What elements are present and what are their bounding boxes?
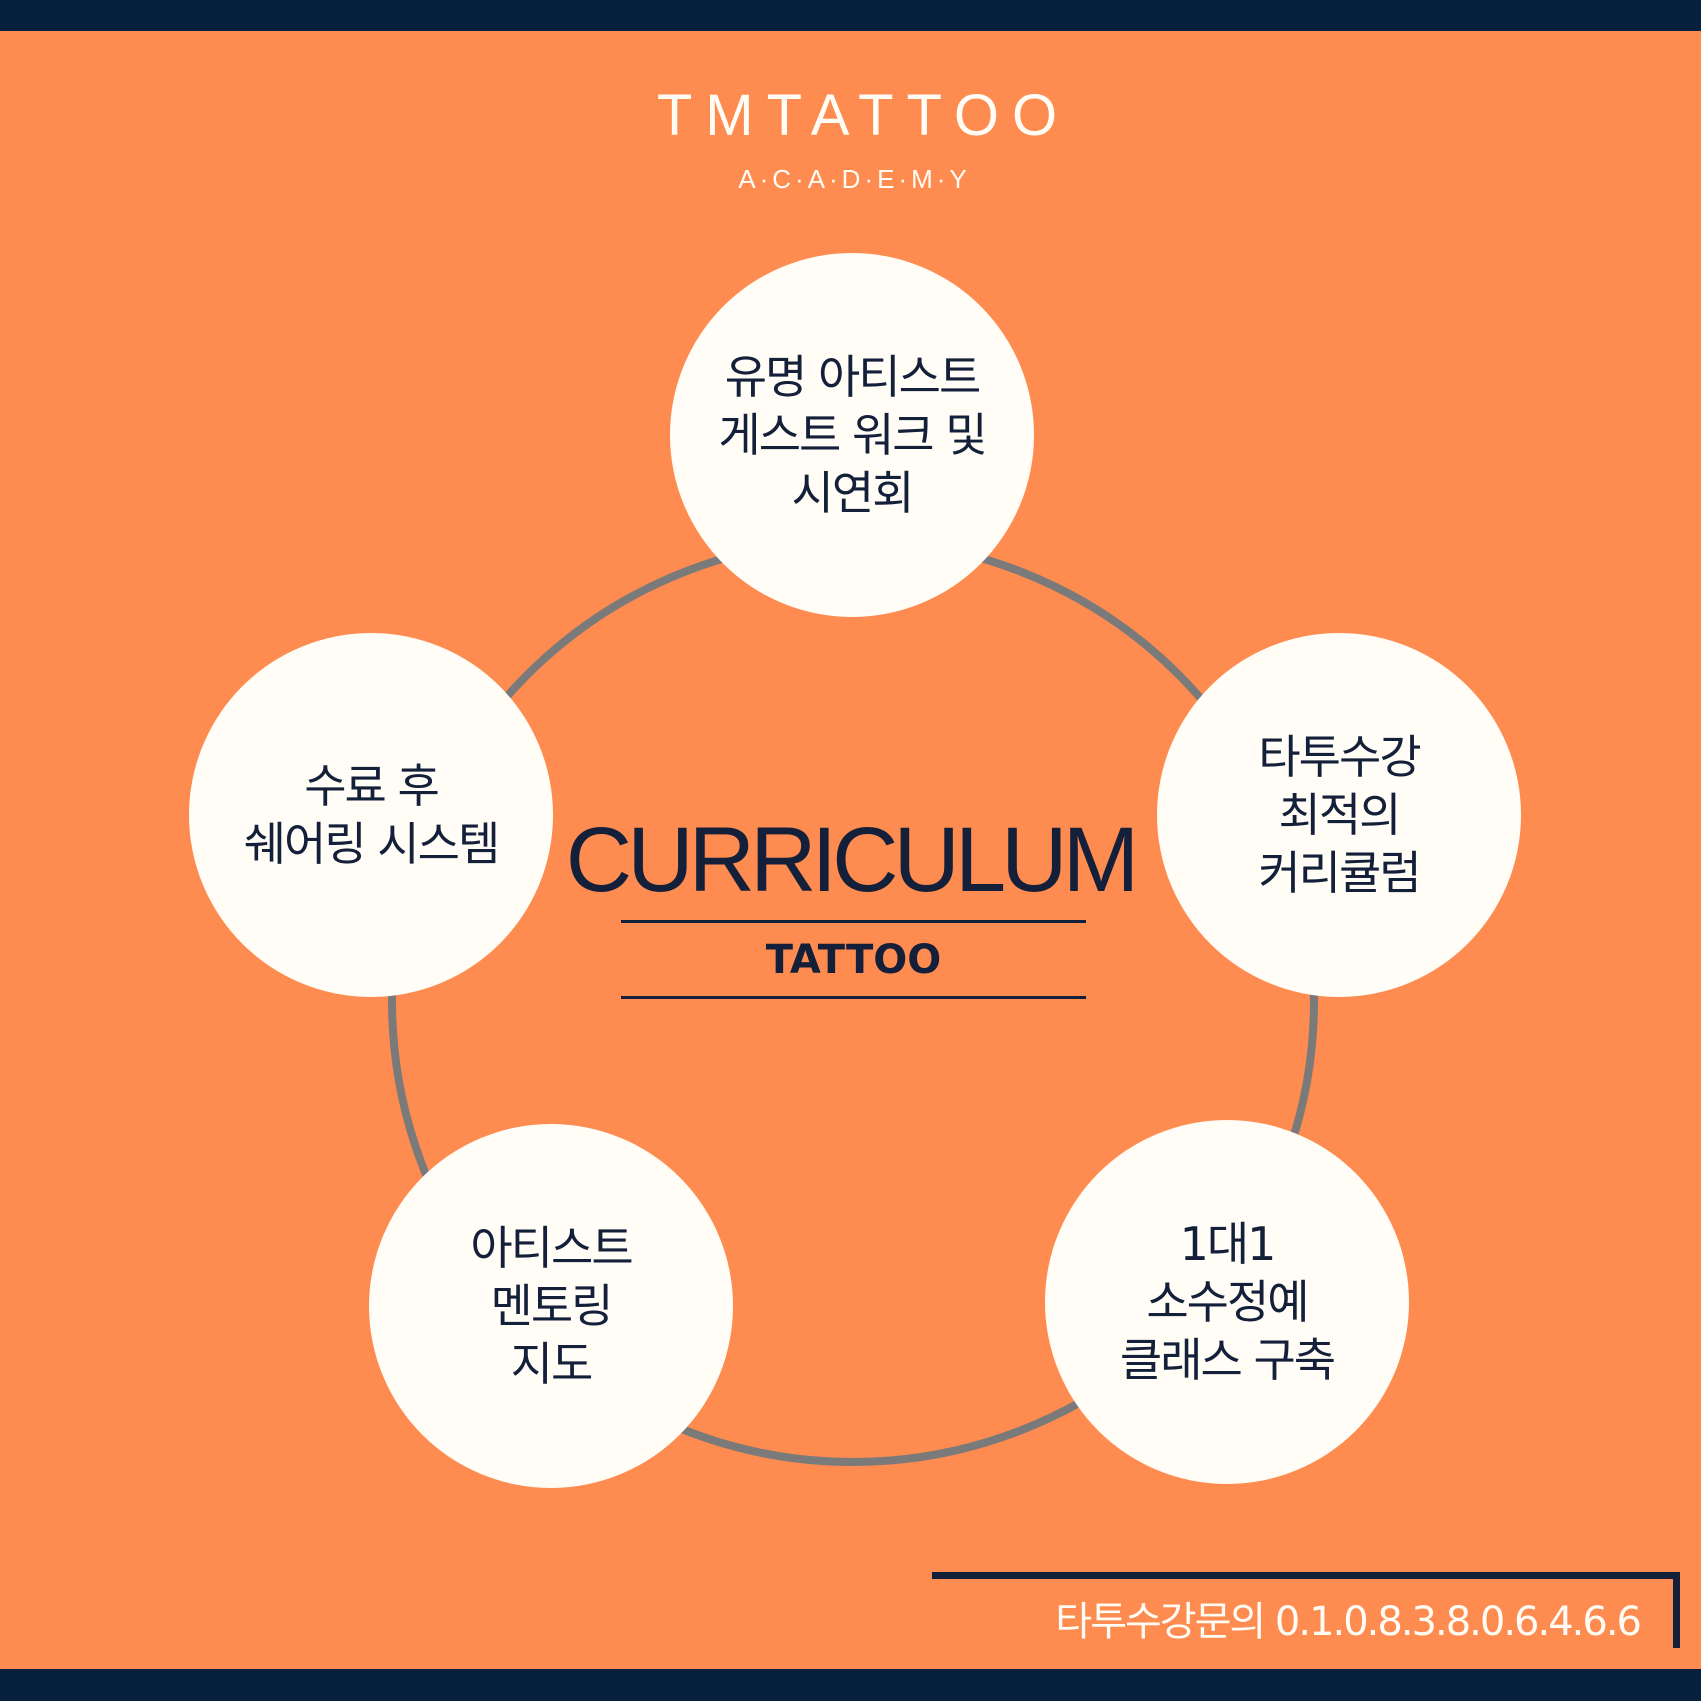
curriculum-node-sharing-system: 수료 후 쉐어링 시스템: [189, 633, 553, 997]
curriculum-node-label: 1대1 소수정예 클래스 구축: [1119, 1217, 1336, 1387]
curriculum-node-label: 유명 아티스트 게스트 워크 및 시연회: [718, 350, 987, 520]
center-title: CURRICULUM: [565, 809, 1139, 911]
top-border-bar: [0, 0, 1701, 31]
divider-line: [621, 920, 1086, 923]
curriculum-node-small-class: 1대1 소수정예 클래스 구축: [1045, 1120, 1409, 1484]
curriculum-node-mentoring: 아티스트 멘토링 지도: [369, 1124, 733, 1488]
curriculum-node-guest-work: 유명 아티스트 게스트 워크 및 시연회: [670, 253, 1034, 617]
contact-phone-text: 타투수강문의 0.1.0.8.3.8.0.6.4.6.6: [1055, 1599, 1642, 1645]
bottom-border-bar: [0, 1669, 1701, 1701]
curriculum-node-label: 아티스트 멘토링 지도: [470, 1221, 633, 1391]
curriculum-node-optimal-curriculum: 타투수강 최적의 커리큘럼: [1157, 633, 1521, 997]
brand-logo-name: TMTATTOO: [656, 83, 1071, 148]
center-subtitle: TATTOO: [765, 937, 942, 983]
brand-logo-subtitle: A·C·A·D·E·M·Y: [738, 164, 971, 194]
curriculum-node-label: 타투수강 최적의 커리큘럼: [1258, 730, 1421, 900]
contact-frame-top-line: [932, 1572, 1680, 1579]
curriculum-node-label: 수료 후 쉐어링 시스템: [243, 759, 501, 871]
contact-frame-side-line: [1673, 1572, 1680, 1648]
divider-line: [621, 996, 1086, 999]
